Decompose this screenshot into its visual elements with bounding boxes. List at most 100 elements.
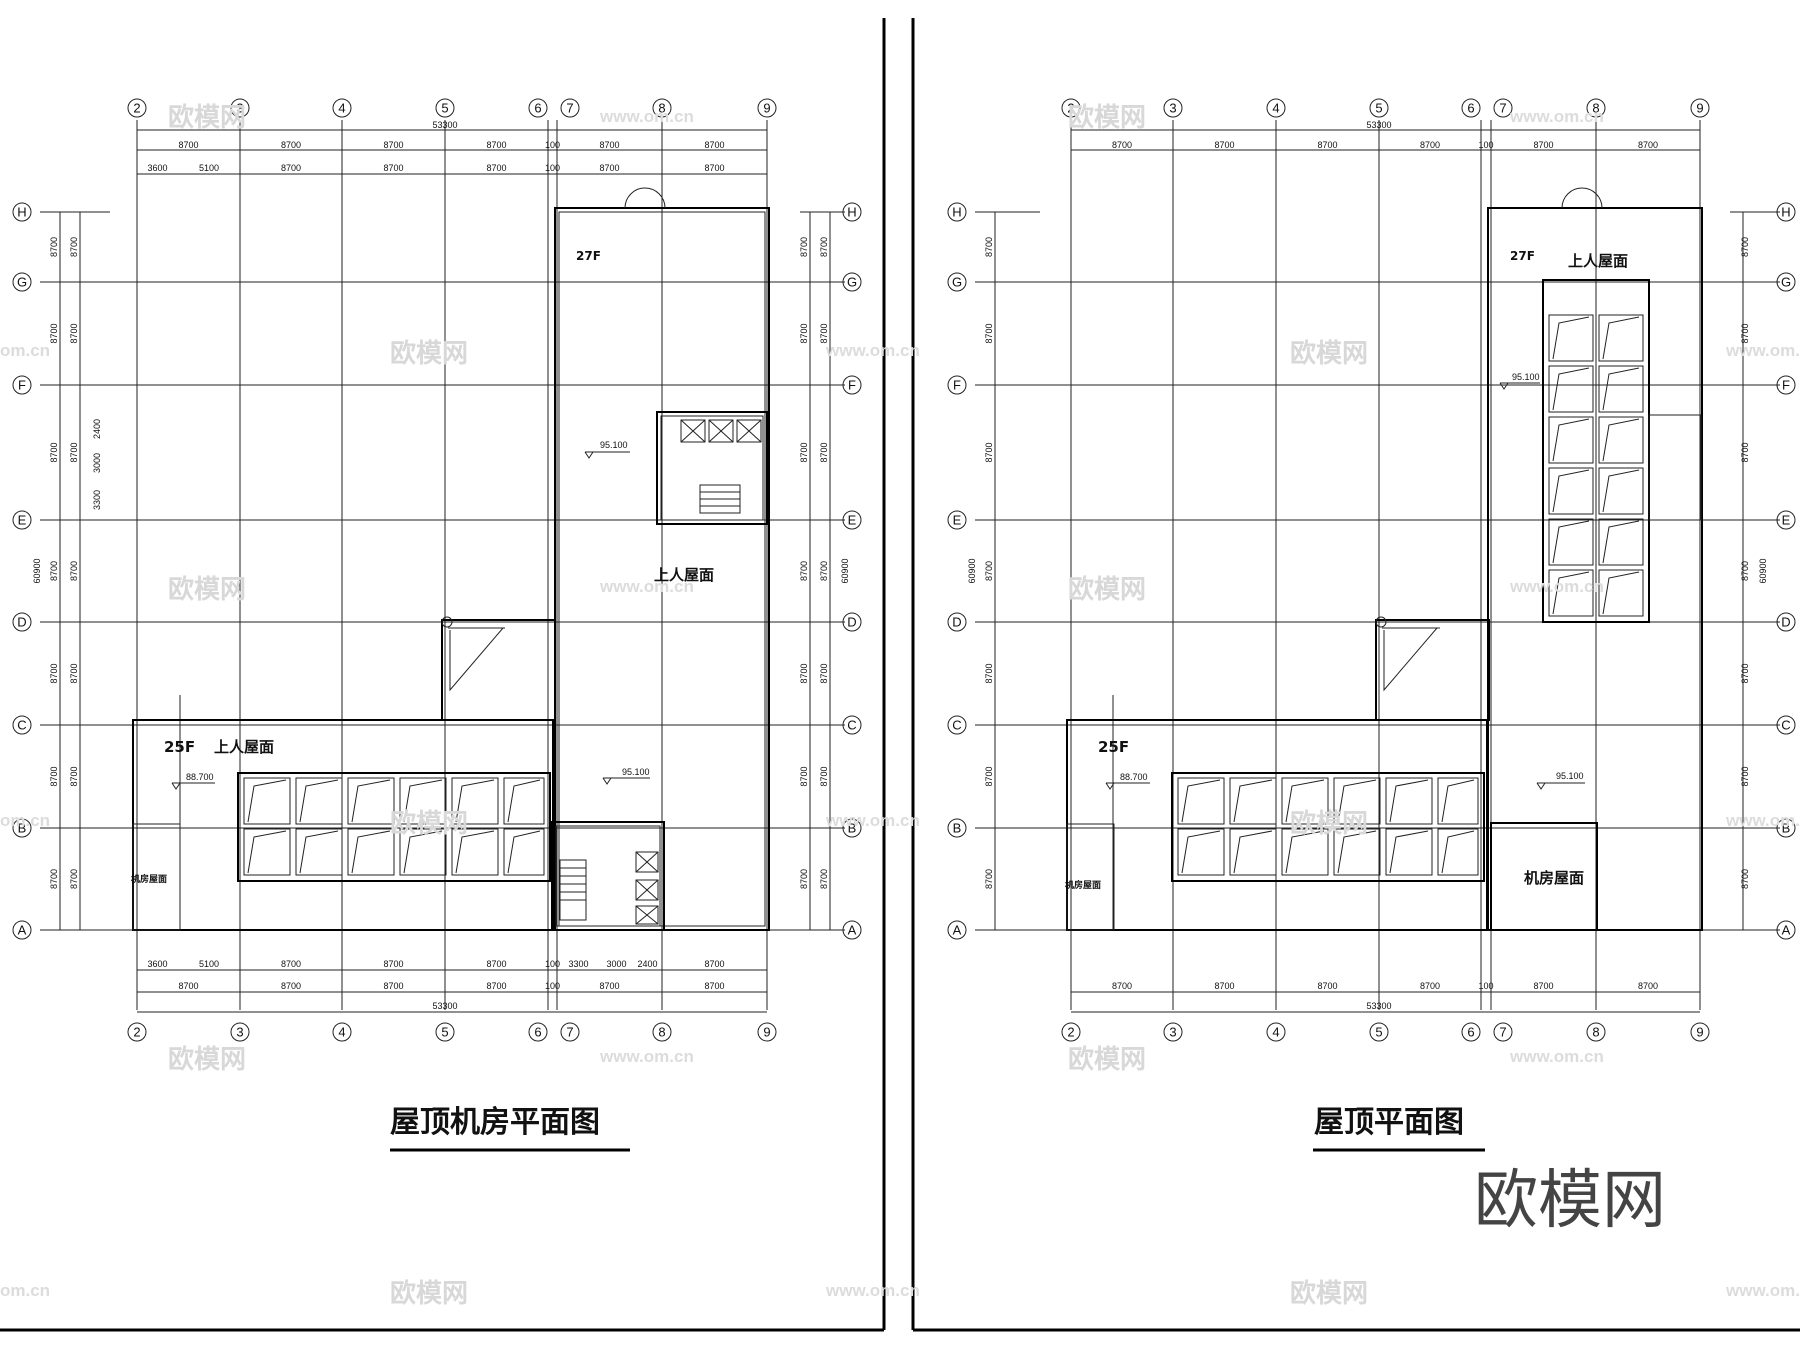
watermark-brand: 欧模网: [1068, 102, 1146, 133]
axis-label: E: [18, 513, 27, 528]
dimension-text: 8700: [69, 237, 79, 257]
dimension-text: 8700: [1420, 140, 1440, 150]
axis-bubble: [842, 202, 862, 222]
axis-label: F: [848, 378, 856, 393]
axis-label: E: [848, 513, 857, 528]
dimension-text: 8700: [281, 959, 301, 969]
left-low-floor-label: 25F: [164, 738, 195, 756]
row-axis-left: F: [947, 375, 967, 395]
dimension-text: 8700: [819, 237, 829, 257]
dimension-text: 8700: [1533, 140, 1553, 150]
axis-bubble: [947, 818, 967, 838]
axis-bubble: [842, 920, 862, 940]
axis-label: 6: [1467, 101, 1474, 116]
left-drawing-title: 屋顶机房平面图: [390, 1105, 600, 1140]
dimension-text: 8700: [819, 561, 829, 581]
dimension-total-height: 60900: [840, 558, 850, 583]
axis-bubble: [230, 1022, 250, 1042]
axis-bubble: [947, 920, 967, 940]
dimension-text: 3000: [606, 959, 626, 969]
dimension-text: 8700: [819, 663, 829, 683]
column-axis-top: 3: [230, 98, 250, 118]
dimension-text: 8700: [69, 766, 79, 786]
axis-label: 2: [1067, 1025, 1074, 1040]
axis-label: 9: [1696, 1025, 1703, 1040]
axis-label: 7: [566, 101, 573, 116]
axis-bubble: [652, 1022, 672, 1042]
axis-label: B: [1782, 821, 1791, 836]
left-level-tower2: 95.100: [622, 767, 650, 777]
dimension-text: 8700: [984, 766, 994, 786]
watermark-url: www.om.cn: [1725, 1281, 1800, 1300]
dimension-text: 8700: [49, 869, 59, 889]
watermark-url-short: om.cn: [0, 811, 50, 830]
axis-bubble: [528, 98, 548, 118]
dimension-text: 8700: [799, 869, 809, 889]
dimension-text: 8700: [1214, 140, 1234, 150]
dimension-total-width: 53300: [432, 1001, 457, 1011]
dimension-text: 8700: [599, 140, 619, 150]
axis-label: G: [847, 275, 857, 290]
axis-label: F: [18, 378, 26, 393]
axis-label: B: [848, 821, 857, 836]
axis-bubble: [947, 202, 967, 222]
row-axis-right: F: [1776, 375, 1796, 395]
dimension-text: 3000: [92, 453, 102, 473]
watermark-url: www.om.cn: [599, 1047, 694, 1066]
column-axis-top: 9: [757, 98, 777, 118]
axis-label: F: [953, 378, 961, 393]
watermark-brand: 欧模网: [1290, 338, 1368, 369]
axis-label: 6: [1467, 1025, 1474, 1040]
row-axis-left: H: [12, 202, 32, 222]
row-axis-left: F: [12, 375, 32, 395]
axis-bubble: [1369, 1022, 1389, 1042]
dimension-total-width: 53300: [1366, 120, 1391, 130]
column-axis-bottom: 2: [127, 1022, 147, 1042]
row-axis-left: H: [947, 202, 967, 222]
column-axis-bottom: 8: [1586, 1022, 1606, 1042]
dimension-text: 8700: [69, 663, 79, 683]
watermark-brand: 欧模网: [1290, 808, 1368, 839]
axis-bubble: [1061, 1022, 1081, 1042]
dimension-text: 8700: [799, 766, 809, 786]
row-axis-left: C: [12, 715, 32, 735]
axis-bubble: [12, 375, 32, 395]
axis-bubble: [1776, 375, 1796, 395]
axis-bubble: [947, 375, 967, 395]
axis-bubble: [1493, 98, 1513, 118]
dimension-text: 8700: [69, 442, 79, 462]
dimension-text: 8700: [49, 766, 59, 786]
axis-label: 4: [1272, 1025, 1279, 1040]
axis-label: 8: [1592, 101, 1599, 116]
axis-label: G: [1781, 275, 1791, 290]
row-axis-left: G: [947, 272, 967, 292]
axis-bubble: [947, 612, 967, 632]
dimension-text: 8700: [1638, 981, 1658, 991]
dimension-text: 8700: [49, 323, 59, 343]
axis-label: C: [17, 718, 26, 733]
axis-label: B: [953, 821, 962, 836]
dimension-text: 8700: [1638, 140, 1658, 150]
axis-label: 9: [763, 101, 770, 116]
axis-label: 7: [566, 1025, 573, 1040]
dimension-text: 8700: [281, 981, 301, 991]
roof-machine-room-plan: [40, 120, 845, 1013]
row-axis-left: A: [947, 920, 967, 940]
watermark-brand: 欧模网: [168, 102, 246, 133]
dimension-text: 100: [1478, 981, 1493, 991]
axis-label: 6: [534, 101, 541, 116]
column-axis-top: 2: [1061, 98, 1081, 118]
axis-label: 3: [236, 1025, 243, 1040]
axis-bubble: [1776, 818, 1796, 838]
dimension-text: 8700: [1533, 981, 1553, 991]
axis-label: B: [18, 821, 27, 836]
dimension-text: 8700: [1317, 140, 1337, 150]
dimension-text: 8700: [49, 237, 59, 257]
right-tower-roof-label: 上人屋面: [1568, 252, 1628, 270]
axis-label: A: [1782, 923, 1791, 938]
dimension-text: 3600: [147, 959, 167, 969]
axis-bubble: [842, 510, 862, 530]
dimension-text: 8700: [49, 663, 59, 683]
dimension-text: 8700: [1740, 766, 1750, 786]
